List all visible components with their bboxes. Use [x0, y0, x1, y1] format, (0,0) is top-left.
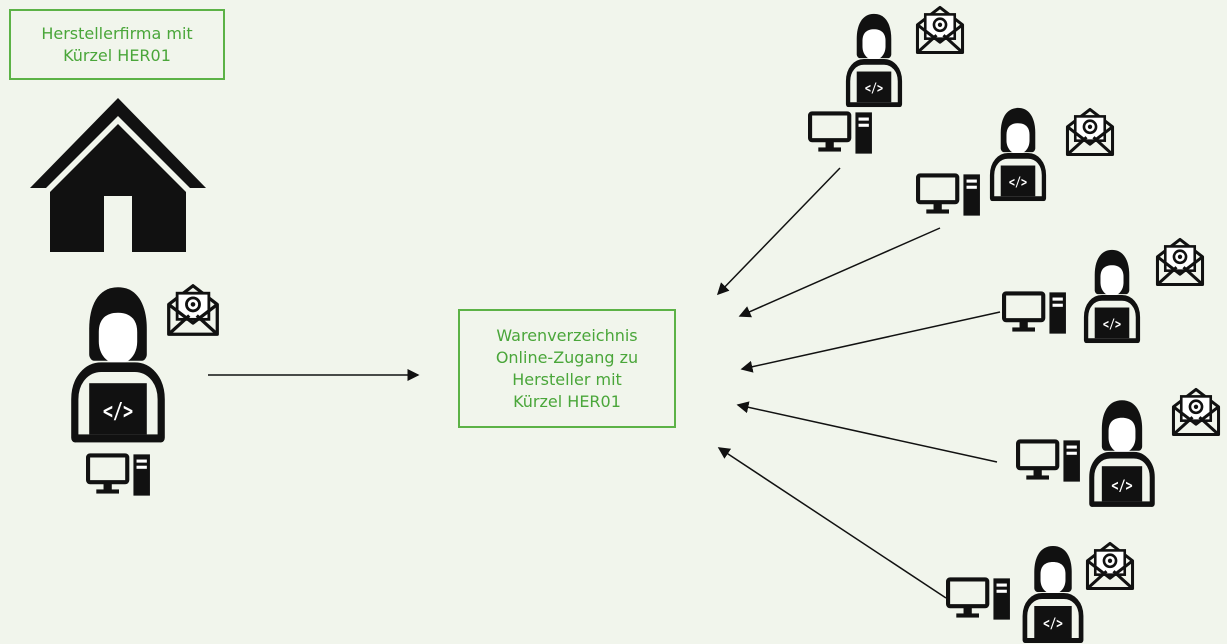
arrow-icon [736, 401, 998, 463]
email-icon [1082, 540, 1138, 592]
developer-icon [1014, 544, 1092, 644]
computer-icon [1002, 290, 1068, 336]
developer-icon [838, 12, 910, 108]
email-icon [164, 282, 222, 338]
developer-icon [1080, 398, 1164, 508]
computer-icon [916, 172, 982, 218]
developer-icon [58, 284, 178, 444]
computer-icon [946, 576, 1012, 622]
catalog-label-box: Warenverzeichnis Online-Zugang zu Herste… [458, 309, 676, 428]
manufacturer-label-box: Herstellerfirma mit Kürzel HER01 [9, 9, 225, 80]
manufacturer-label: Herstellerfirma mit Kürzel HER01 [41, 23, 193, 65]
computer-icon [1016, 438, 1082, 484]
arrow-icon [717, 447, 947, 599]
computer-icon [86, 452, 152, 498]
arrow-icon [738, 227, 941, 318]
developer-icon [1076, 248, 1148, 344]
email-icon [1168, 386, 1224, 438]
catalog-label: Warenverzeichnis Online-Zugang zu Herste… [495, 325, 639, 411]
arrow-icon [740, 311, 1001, 373]
email-icon [1062, 106, 1118, 158]
email-icon [912, 4, 968, 56]
arrow-icon [716, 167, 841, 296]
house-icon [30, 98, 206, 252]
developer-icon [982, 106, 1054, 202]
email-icon [1152, 236, 1208, 288]
computer-icon [808, 110, 874, 156]
